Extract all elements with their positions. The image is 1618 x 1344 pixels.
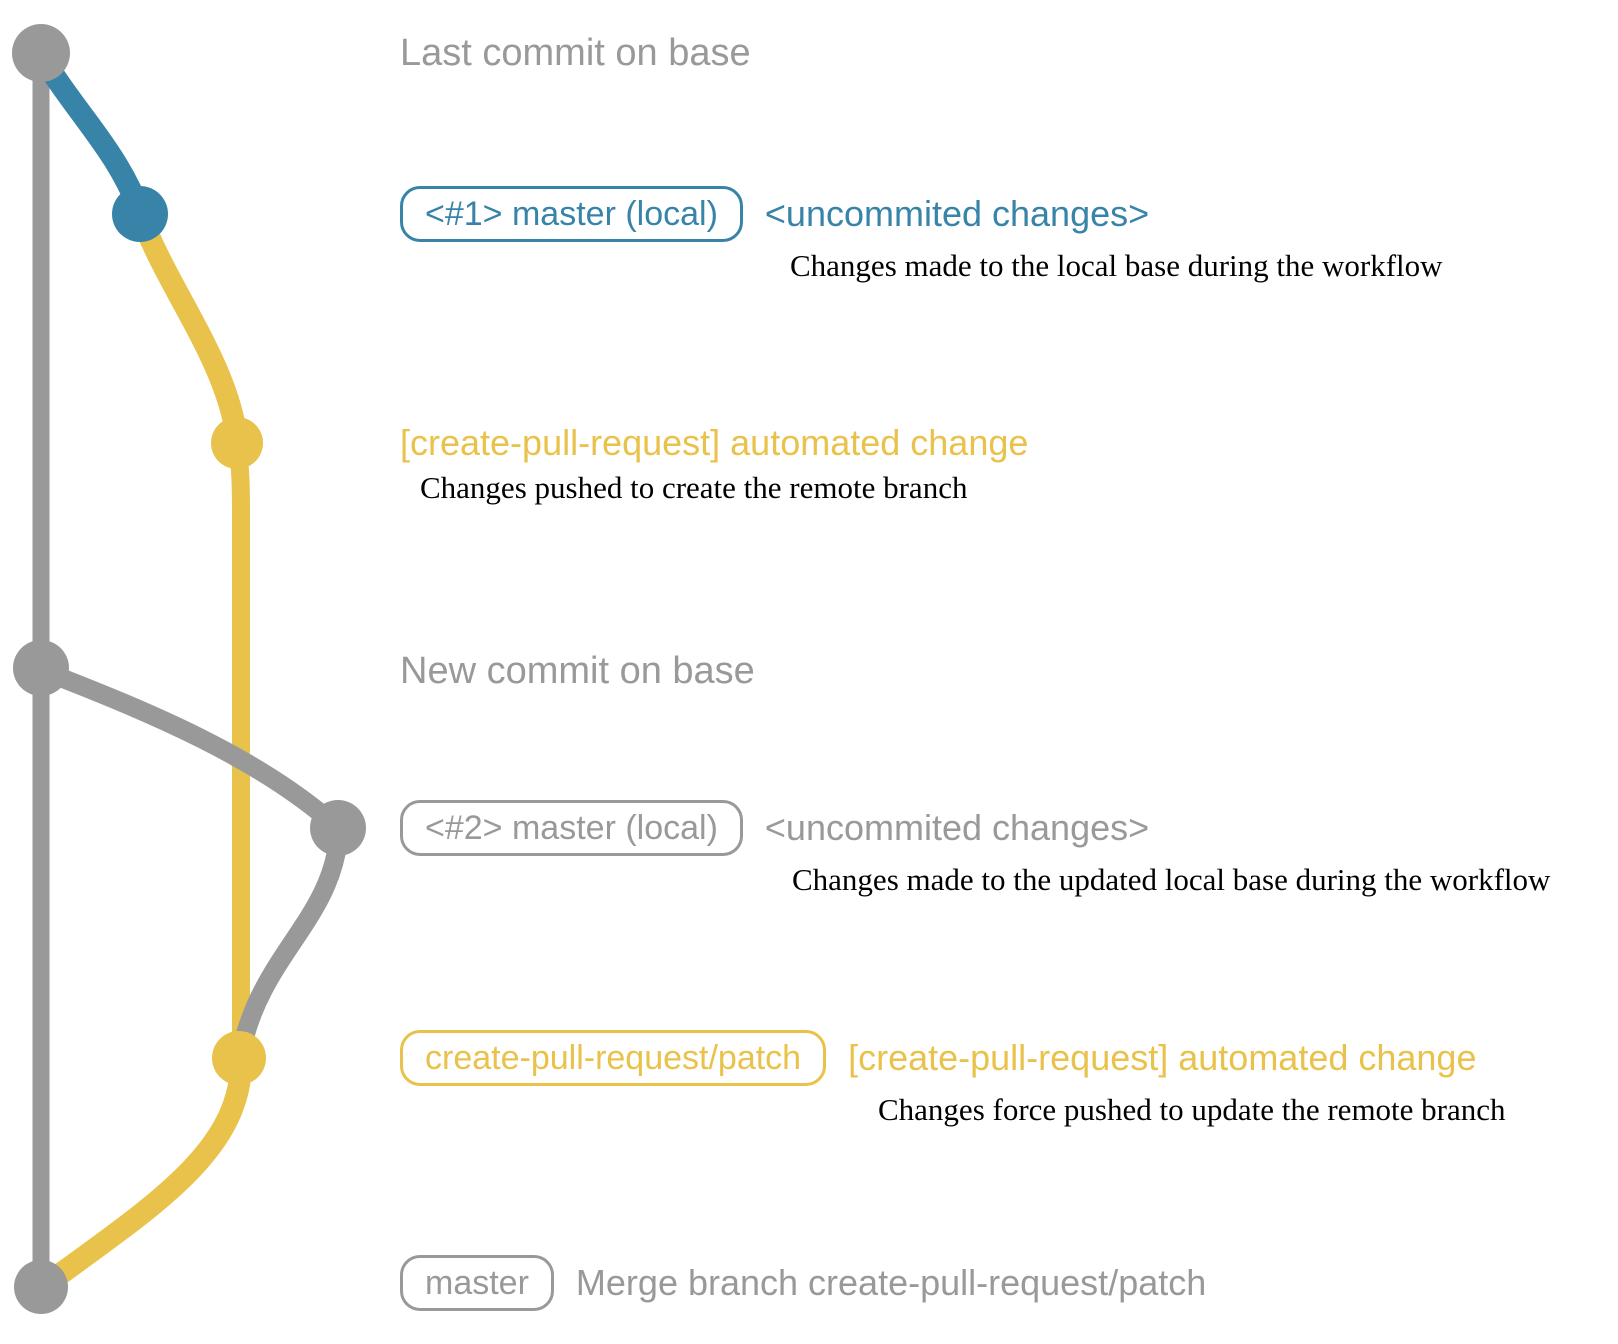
branch-pill: <#1> master (local) bbox=[400, 186, 743, 242]
row-automated-change-2: create-pull-request/patch [create-pull-r… bbox=[400, 1030, 1506, 1128]
annotation: [create-pull-request] automated change bbox=[848, 1037, 1477, 1078]
description: Changes made to the local base during th… bbox=[790, 248, 1443, 283]
commit-label: Last commit on base bbox=[400, 32, 751, 74]
row-new-commit-on-base: New commit on base bbox=[400, 649, 755, 693]
commit-dot-patch-1 bbox=[211, 417, 263, 469]
annotation: <uncommited changes> bbox=[764, 807, 1150, 848]
base-update-curve bbox=[31, 660, 348, 838]
row-merge-commit: master Merge branch create-pull-request/… bbox=[400, 1255, 1206, 1311]
branch-pill: <#2> master (local) bbox=[400, 800, 743, 856]
commit-dot-new-base bbox=[13, 640, 69, 696]
merge-curve bbox=[33, 1051, 252, 1297]
description: Changes pushed to create the remote bran… bbox=[420, 470, 968, 505]
description: Changes made to the updated local base d… bbox=[792, 862, 1551, 897]
rebase-curve bbox=[231, 832, 348, 1062]
commit-dot-last-base bbox=[12, 24, 70, 82]
branch-pill: master bbox=[400, 1255, 554, 1311]
commit-label: New commit on base bbox=[400, 650, 755, 692]
patch-branch-upper-curve bbox=[129, 203, 248, 451]
row-local-commit-2: <#2> master (local) <uncommited changes>… bbox=[400, 800, 1550, 898]
branch-pill: create-pull-request/patch bbox=[400, 1030, 827, 1086]
annotation: [create-pull-request] automated change bbox=[400, 422, 1029, 463]
local-branch-blue-curve bbox=[33, 49, 151, 223]
row-last-commit-on-base: Last commit on base bbox=[400, 31, 751, 75]
commit-dot-patch-2 bbox=[212, 1031, 266, 1085]
row-local-commit-1: <#1> master (local) <uncommited changes>… bbox=[400, 186, 1443, 284]
commit-dot-merge bbox=[14, 1260, 68, 1314]
annotation: <uncommited changes> bbox=[764, 193, 1150, 234]
commit-dot-local-1 bbox=[112, 186, 168, 242]
row-automated-change-1: [create-pull-request] automated change C… bbox=[400, 422, 1028, 506]
description: Changes force pushed to update the remot… bbox=[878, 1092, 1506, 1127]
commit-label: Merge branch create-pull-request/patch bbox=[575, 1262, 1207, 1303]
commit-dot-local-2 bbox=[310, 800, 366, 856]
